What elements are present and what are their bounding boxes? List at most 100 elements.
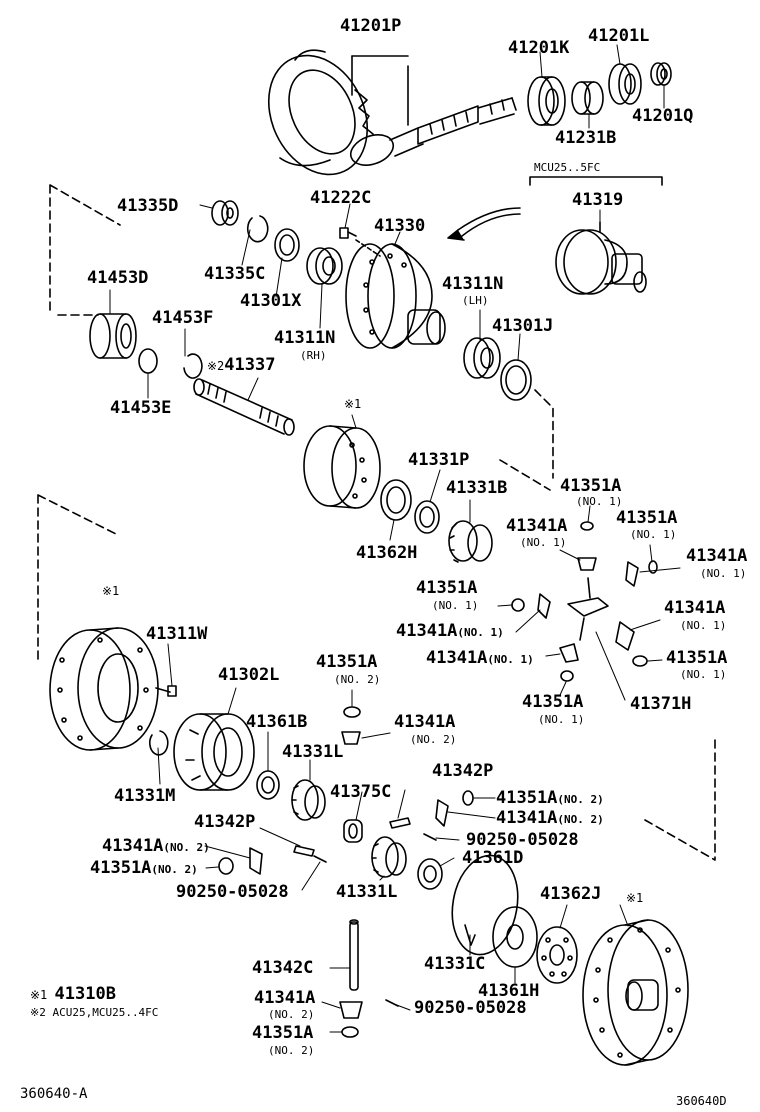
label-41335c: 41335C bbox=[204, 264, 266, 284]
label-41331l-lower: 41331L bbox=[336, 882, 398, 902]
ring-41331m-drawing bbox=[148, 730, 169, 756]
washer-41361b-drawing bbox=[256, 770, 280, 800]
label-90250-lower: 90250-05028 bbox=[176, 882, 289, 902]
label-41311n-rh: 41311N bbox=[274, 328, 336, 348]
label-41301x: 41301X bbox=[240, 291, 302, 311]
label-41371h: 41371H bbox=[630, 694, 692, 714]
label-no1-c: (NO. 1) bbox=[630, 528, 677, 541]
plate-41362j-drawing bbox=[536, 926, 578, 984]
pin-41342p-lower-drawing bbox=[293, 845, 315, 857]
label-no2-b: (NO. 2) bbox=[410, 733, 457, 746]
washer-41351a-no2-left-drawing bbox=[218, 857, 234, 875]
bearing-41311n-lh-drawing bbox=[463, 337, 501, 379]
label-no2-c: (NO. 2) bbox=[557, 793, 604, 806]
note-2: ※2 ACU25,MCU25..4FC bbox=[30, 1006, 158, 1019]
nut-41201q-drawing bbox=[650, 62, 672, 86]
pinion-41341a-no2-bottom-drawing bbox=[339, 1001, 363, 1019]
case-41319-drawing bbox=[555, 221, 647, 295]
bearing-41201l-drawing bbox=[608, 63, 642, 105]
bolt-41311w-drawing bbox=[155, 685, 177, 697]
label-41201q: 41201Q bbox=[632, 106, 694, 126]
label-mcu25-5fc: MCU25..5FC bbox=[534, 161, 601, 174]
washer-41351a-no2-bottom-drawing bbox=[341, 1026, 359, 1038]
block-41375c-drawing bbox=[343, 819, 363, 843]
label-41341a-no2-upper: 41341A bbox=[394, 712, 456, 732]
label-no1-j: (NO. 1) bbox=[538, 713, 585, 726]
label-no1-g: (NO. 1) bbox=[487, 653, 534, 666]
label-no2-a: (NO. 2) bbox=[334, 673, 381, 686]
part-number-41351a-no2-left: 41351A bbox=[90, 858, 152, 878]
label-41351a-no2-bottom: 41351A bbox=[252, 1023, 314, 1043]
note-1-mark: ※1 bbox=[30, 988, 48, 1002]
label-41351a-no1-bottom: 41351A bbox=[522, 692, 584, 712]
note-2-text: ACU25,MCU25..4FC bbox=[52, 1006, 159, 1019]
label-41351a-no2-upper: 41351A bbox=[316, 652, 378, 672]
pinion-41341a-no2-upper-drawing bbox=[341, 731, 361, 745]
washer-41351a-no2-right-drawing bbox=[462, 790, 474, 806]
label-41331c: 41331C bbox=[424, 954, 486, 974]
label-41341a-no1-lower: 41341A(NO. 1) bbox=[426, 650, 534, 667]
label-41341a-no1-top: 41341A bbox=[506, 516, 568, 536]
note-2-mark: ※2 bbox=[30, 1006, 46, 1019]
part-number-41341a-no1-lower: 41341A bbox=[426, 648, 488, 668]
part-number-41341a-no1-left: 41341A bbox=[396, 621, 458, 641]
label-41351a-no1-right: 41351A bbox=[616, 508, 678, 528]
direction-arrow bbox=[457, 207, 521, 231]
pin-90250-lower-drawing bbox=[313, 855, 327, 863]
note-1-part: 41310B bbox=[54, 984, 116, 1004]
label-90250-upper: 90250-05028 bbox=[466, 830, 579, 850]
washer-41301j-drawing bbox=[500, 359, 532, 401]
label-41330: 41330 bbox=[374, 216, 426, 236]
snap-ring-41453f-drawing bbox=[183, 353, 203, 379]
label-41319: 41319 bbox=[572, 190, 624, 210]
part-number-41337: 41337 bbox=[224, 355, 276, 375]
label-41301j: 41301J bbox=[492, 316, 554, 336]
label-no1-e: (NO. 1) bbox=[432, 599, 479, 612]
label-41201p: 41201P bbox=[340, 16, 402, 36]
label-no1-f: (NO. 1) bbox=[457, 626, 504, 639]
shaft-41337-drawing bbox=[193, 378, 295, 436]
label-41453e: 41453E bbox=[110, 398, 172, 418]
label-41351a-no1-top: 41351A bbox=[560, 476, 622, 496]
label-41337: ※241337 bbox=[207, 357, 275, 374]
washer-41301x-drawing bbox=[274, 228, 300, 262]
washer-41331p-drawing bbox=[414, 500, 440, 534]
label-41335d: 41335D bbox=[117, 196, 179, 216]
pin-90250-upper-drawing bbox=[423, 833, 437, 841]
label-41341a-no1-right: 41341A bbox=[686, 546, 748, 566]
label-no2-d: (NO. 2) bbox=[557, 813, 604, 826]
case-half-lower-left-drawing bbox=[49, 627, 159, 751]
label-41453d: 41453D bbox=[87, 268, 149, 288]
dashed-outline-top bbox=[49, 184, 121, 316]
label-41362h: 41362H bbox=[356, 543, 418, 563]
pinion-41341a-no2-right-drawing bbox=[435, 799, 449, 827]
bearing-41201k-drawing bbox=[527, 76, 566, 126]
washer-41351a-no2-upper-drawing bbox=[343, 706, 361, 718]
label-41331b: 41331B bbox=[446, 478, 508, 498]
label-no1-h: (NO. 1) bbox=[680, 619, 727, 632]
label-41361d: 41361D bbox=[462, 848, 524, 868]
label-41341a-no1-r2: 41341A bbox=[664, 598, 726, 618]
bearing-41335d-drawing bbox=[211, 200, 239, 226]
snap-ring-41335c-drawing bbox=[246, 215, 269, 243]
label-41375c: 41375C bbox=[330, 782, 392, 802]
dashed-outline-left bbox=[37, 494, 119, 661]
label-41341a-no2-bottom: 41341A bbox=[254, 988, 316, 1008]
case-half-upper-drawing bbox=[303, 425, 381, 509]
label-no1-d: (NO. 1) bbox=[700, 567, 747, 580]
label-no1-a: (NO. 1) bbox=[576, 495, 623, 508]
label-41222c: 41222C bbox=[310, 188, 372, 208]
case-half-lower-right-drawing bbox=[582, 919, 689, 1066]
ring-gear-pinion-drawing bbox=[267, 49, 517, 176]
dashed-connector-mid bbox=[499, 389, 554, 491]
label-41453f: 41453F bbox=[152, 308, 214, 328]
label-lh: (LH) bbox=[462, 294, 489, 307]
pinion-41341a-no2-left-drawing bbox=[249, 847, 263, 875]
dashed-outline-right bbox=[644, 739, 716, 861]
label-no2-h: (NO. 2) bbox=[268, 1044, 315, 1057]
label-41341a-no2-left: 41341A(NO. 2) bbox=[102, 838, 210, 855]
label-no2-e: (NO. 2) bbox=[163, 841, 210, 854]
label-41361b: 41361B bbox=[246, 712, 308, 732]
shaft-41342c-drawing bbox=[349, 919, 359, 991]
